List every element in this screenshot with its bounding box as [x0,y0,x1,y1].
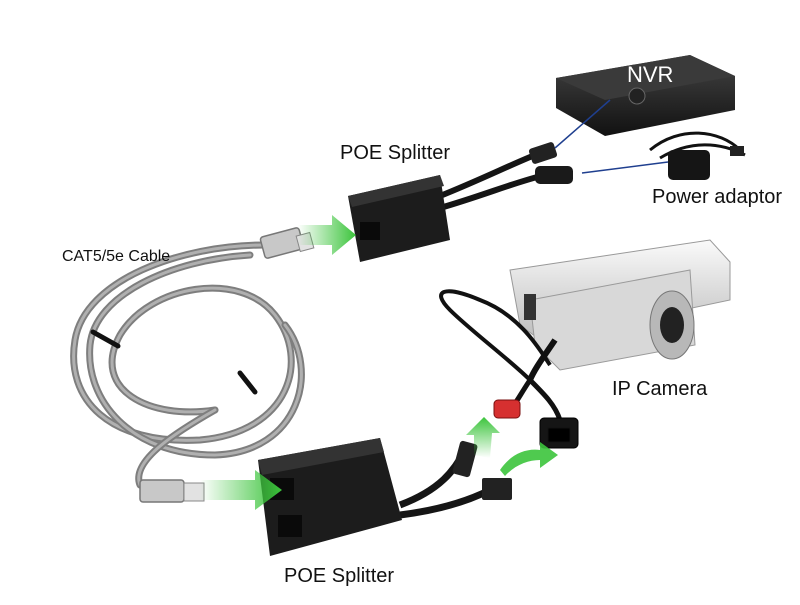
green-arrow-dc-plug [466,417,500,458]
top-poe-splitter-label: POE Splitter [340,142,451,164]
ip-camera [509,239,731,382]
nvr-label: NVR [627,62,674,87]
power-connection-line [581,161,669,174]
camera-pigtail [439,289,579,449]
bottom-poe-splitter-label: POE Splitter [284,565,395,587]
ip-camera-label: IP Camera [612,378,708,400]
poe-splitter-top [348,142,573,262]
green-arrow-bottom-splitter [200,470,282,510]
cat5-cable-label: CAT5/5e Cable [62,248,171,265]
nvr-device [556,55,735,136]
nvr-connection-line [554,99,611,149]
green-arrow-rj45-socket [500,442,558,476]
rj45-plug-bottom [139,479,205,503]
green-arrow-top-splitter [298,215,356,255]
power-adaptor [649,131,746,180]
cat5-cable-coil [70,241,305,489]
poe-splitter-bottom [258,438,512,556]
power-adaptor-label: Power adaptor [652,186,783,208]
